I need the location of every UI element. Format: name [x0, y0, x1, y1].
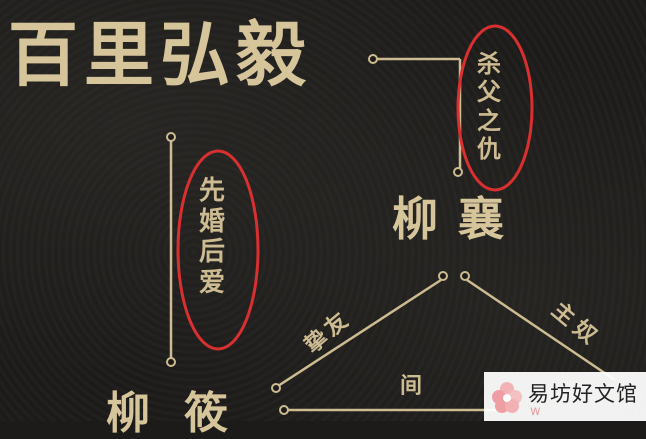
highlight-ellipse-right	[456, 24, 534, 192]
flower-logo-icon	[492, 382, 522, 413]
label-diag-mid: 间	[400, 373, 423, 399]
node-dot	[166, 132, 176, 142]
label-shafuzhichou: 杀父之仇	[477, 49, 501, 163]
name-bottom: 柳筱	[106, 388, 262, 439]
connector-lines	[166, 24, 616, 415]
node-dot	[368, 54, 378, 64]
label-xianhunhouai: 先婚后爱	[198, 176, 225, 299]
connector-diag-left	[277, 278, 442, 388]
watermark-subtext: w	[530, 404, 543, 419]
node-dot	[460, 271, 470, 281]
connector-diag-right	[466, 278, 616, 382]
node-dot	[271, 383, 281, 393]
node-dot	[438, 271, 448, 281]
highlight-ellipse-left	[176, 149, 260, 351]
node-dot	[166, 357, 176, 367]
node-dot	[279, 405, 289, 415]
node-dot	[453, 167, 463, 177]
watermark-text: 易坊好文馆	[528, 382, 638, 406]
watermark-badge: 易坊好文馆 w	[484, 372, 646, 421]
title-name: 百里弘毅	[8, 13, 312, 96]
name-liuxiang: 柳襄	[392, 192, 524, 246]
